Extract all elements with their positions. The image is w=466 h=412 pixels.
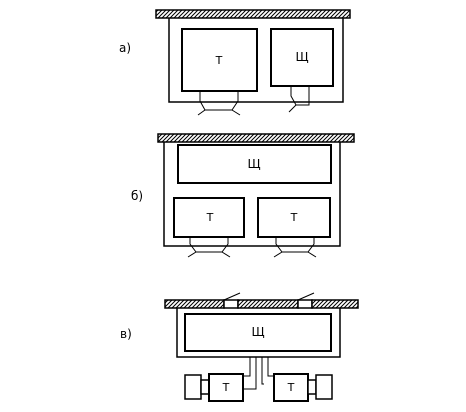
diagram-a-box-shch-label: Щ <box>295 50 308 64</box>
diagram-a: а) Т Щ <box>119 9 351 116</box>
diagram-a-mounting-surface <box>155 9 351 19</box>
diagram-a-box-shch: Щ <box>270 28 334 87</box>
diagram-c-box-shch: Щ <box>184 313 332 352</box>
diagram-a-frame <box>168 18 344 103</box>
diagram-c-box-t-left-label: Т <box>222 381 230 394</box>
diagram-b-box-t-right: Т <box>257 197 331 238</box>
diagram-b-frame <box>163 142 341 247</box>
diagram-c-frame <box>176 308 341 358</box>
diagram-c-unit-left: Т <box>184 373 244 402</box>
diagram-a-outlet-left <box>197 91 241 116</box>
diagram-c-mounting-surface <box>164 299 359 309</box>
diagram-b-box-t-right-label: Т <box>290 211 298 224</box>
diagram-c-connections <box>242 357 275 390</box>
diagram-a-label: а) <box>119 41 131 55</box>
diagram-c-box-t-right-label: Т <box>287 381 295 394</box>
diagram-b-outlet-left <box>187 237 231 258</box>
diagram-b-outlet-right <box>273 237 317 258</box>
diagram-c: в) Щ Т <box>120 292 359 402</box>
diagram-b-label: б) <box>131 189 143 203</box>
diagram-a-box-t-label: Т <box>215 54 223 67</box>
diagram-b-mounting-surface <box>157 133 355 143</box>
diagram-b-box-t-left: Т <box>173 197 245 238</box>
diagram-b-box-t-left-label: Т <box>206 211 214 224</box>
diagram-c-vent-flaps <box>223 292 315 301</box>
diagram-b: б) Щ Т Т <box>131 133 355 258</box>
diagram-c-box-shch-label: Щ <box>251 325 264 339</box>
diagram-b-box-shch: Щ <box>177 144 332 184</box>
diagram-b-box-shch-label: Щ <box>247 157 260 171</box>
diagram-a-outlet-right <box>288 86 310 113</box>
diagram-a-box-t: Т <box>181 28 258 92</box>
diagram-c-unit-right: Т <box>273 373 333 402</box>
diagram-c-label: в) <box>120 327 132 341</box>
